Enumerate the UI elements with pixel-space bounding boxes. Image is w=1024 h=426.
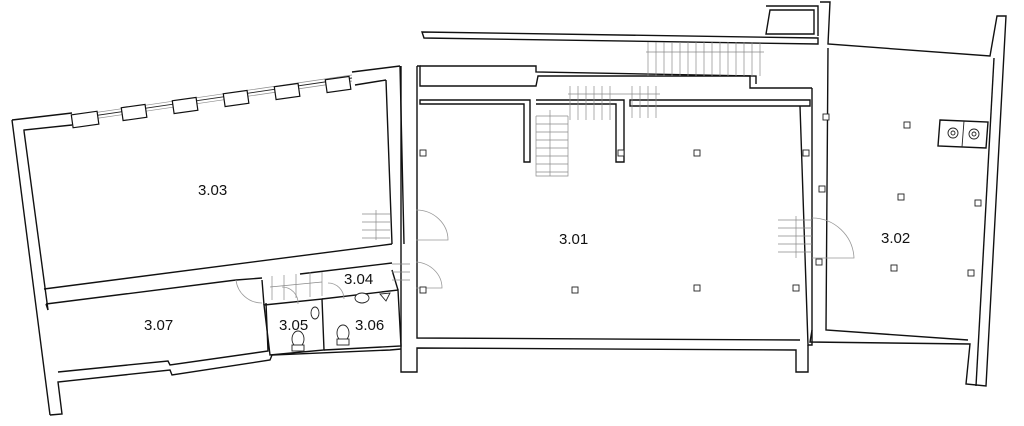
room-label-302: 3.02 <box>881 230 910 247</box>
room-label-306: 3.06 <box>355 317 384 334</box>
urinal-icon <box>379 292 391 302</box>
column <box>571 286 579 294</box>
column <box>818 185 826 193</box>
column <box>792 284 800 292</box>
columns <box>419 113 982 294</box>
window <box>120 103 148 122</box>
window <box>222 89 250 108</box>
column <box>419 149 427 157</box>
column <box>617 149 625 157</box>
room-label-304: 3.04 <box>344 271 373 288</box>
hob-ring <box>971 131 977 137</box>
column <box>903 121 911 129</box>
room-label-303: 3.03 <box>198 182 227 199</box>
toilet-tank <box>336 338 350 346</box>
window <box>273 82 301 101</box>
room-label-307: 3.07 <box>144 317 173 334</box>
window-row <box>70 75 352 129</box>
hob-ring <box>950 130 956 136</box>
column <box>815 258 823 266</box>
central-doors <box>362 209 449 289</box>
window <box>324 75 352 94</box>
toilet-tank <box>291 344 305 352</box>
window <box>70 110 100 129</box>
room-labels: 3.03 3.01 3.02 3.04 3.07 3.05 3.06 <box>144 182 910 334</box>
column <box>693 284 701 292</box>
column <box>974 199 982 207</box>
column <box>967 269 975 277</box>
room-label-301: 3.01 <box>559 231 588 248</box>
central-hall-walls <box>400 5 819 373</box>
window <box>171 96 199 115</box>
room-label-305: 3.05 <box>279 317 308 334</box>
left-wing-walls <box>11 65 405 416</box>
column <box>802 149 810 157</box>
column <box>897 193 905 201</box>
right-wing-walls <box>778 1 1007 387</box>
column <box>693 149 701 157</box>
sink-icon <box>354 292 370 304</box>
column <box>890 264 898 272</box>
column <box>419 286 427 294</box>
column <box>822 113 830 121</box>
fixtures <box>291 292 391 352</box>
sink-icon <box>310 306 320 320</box>
